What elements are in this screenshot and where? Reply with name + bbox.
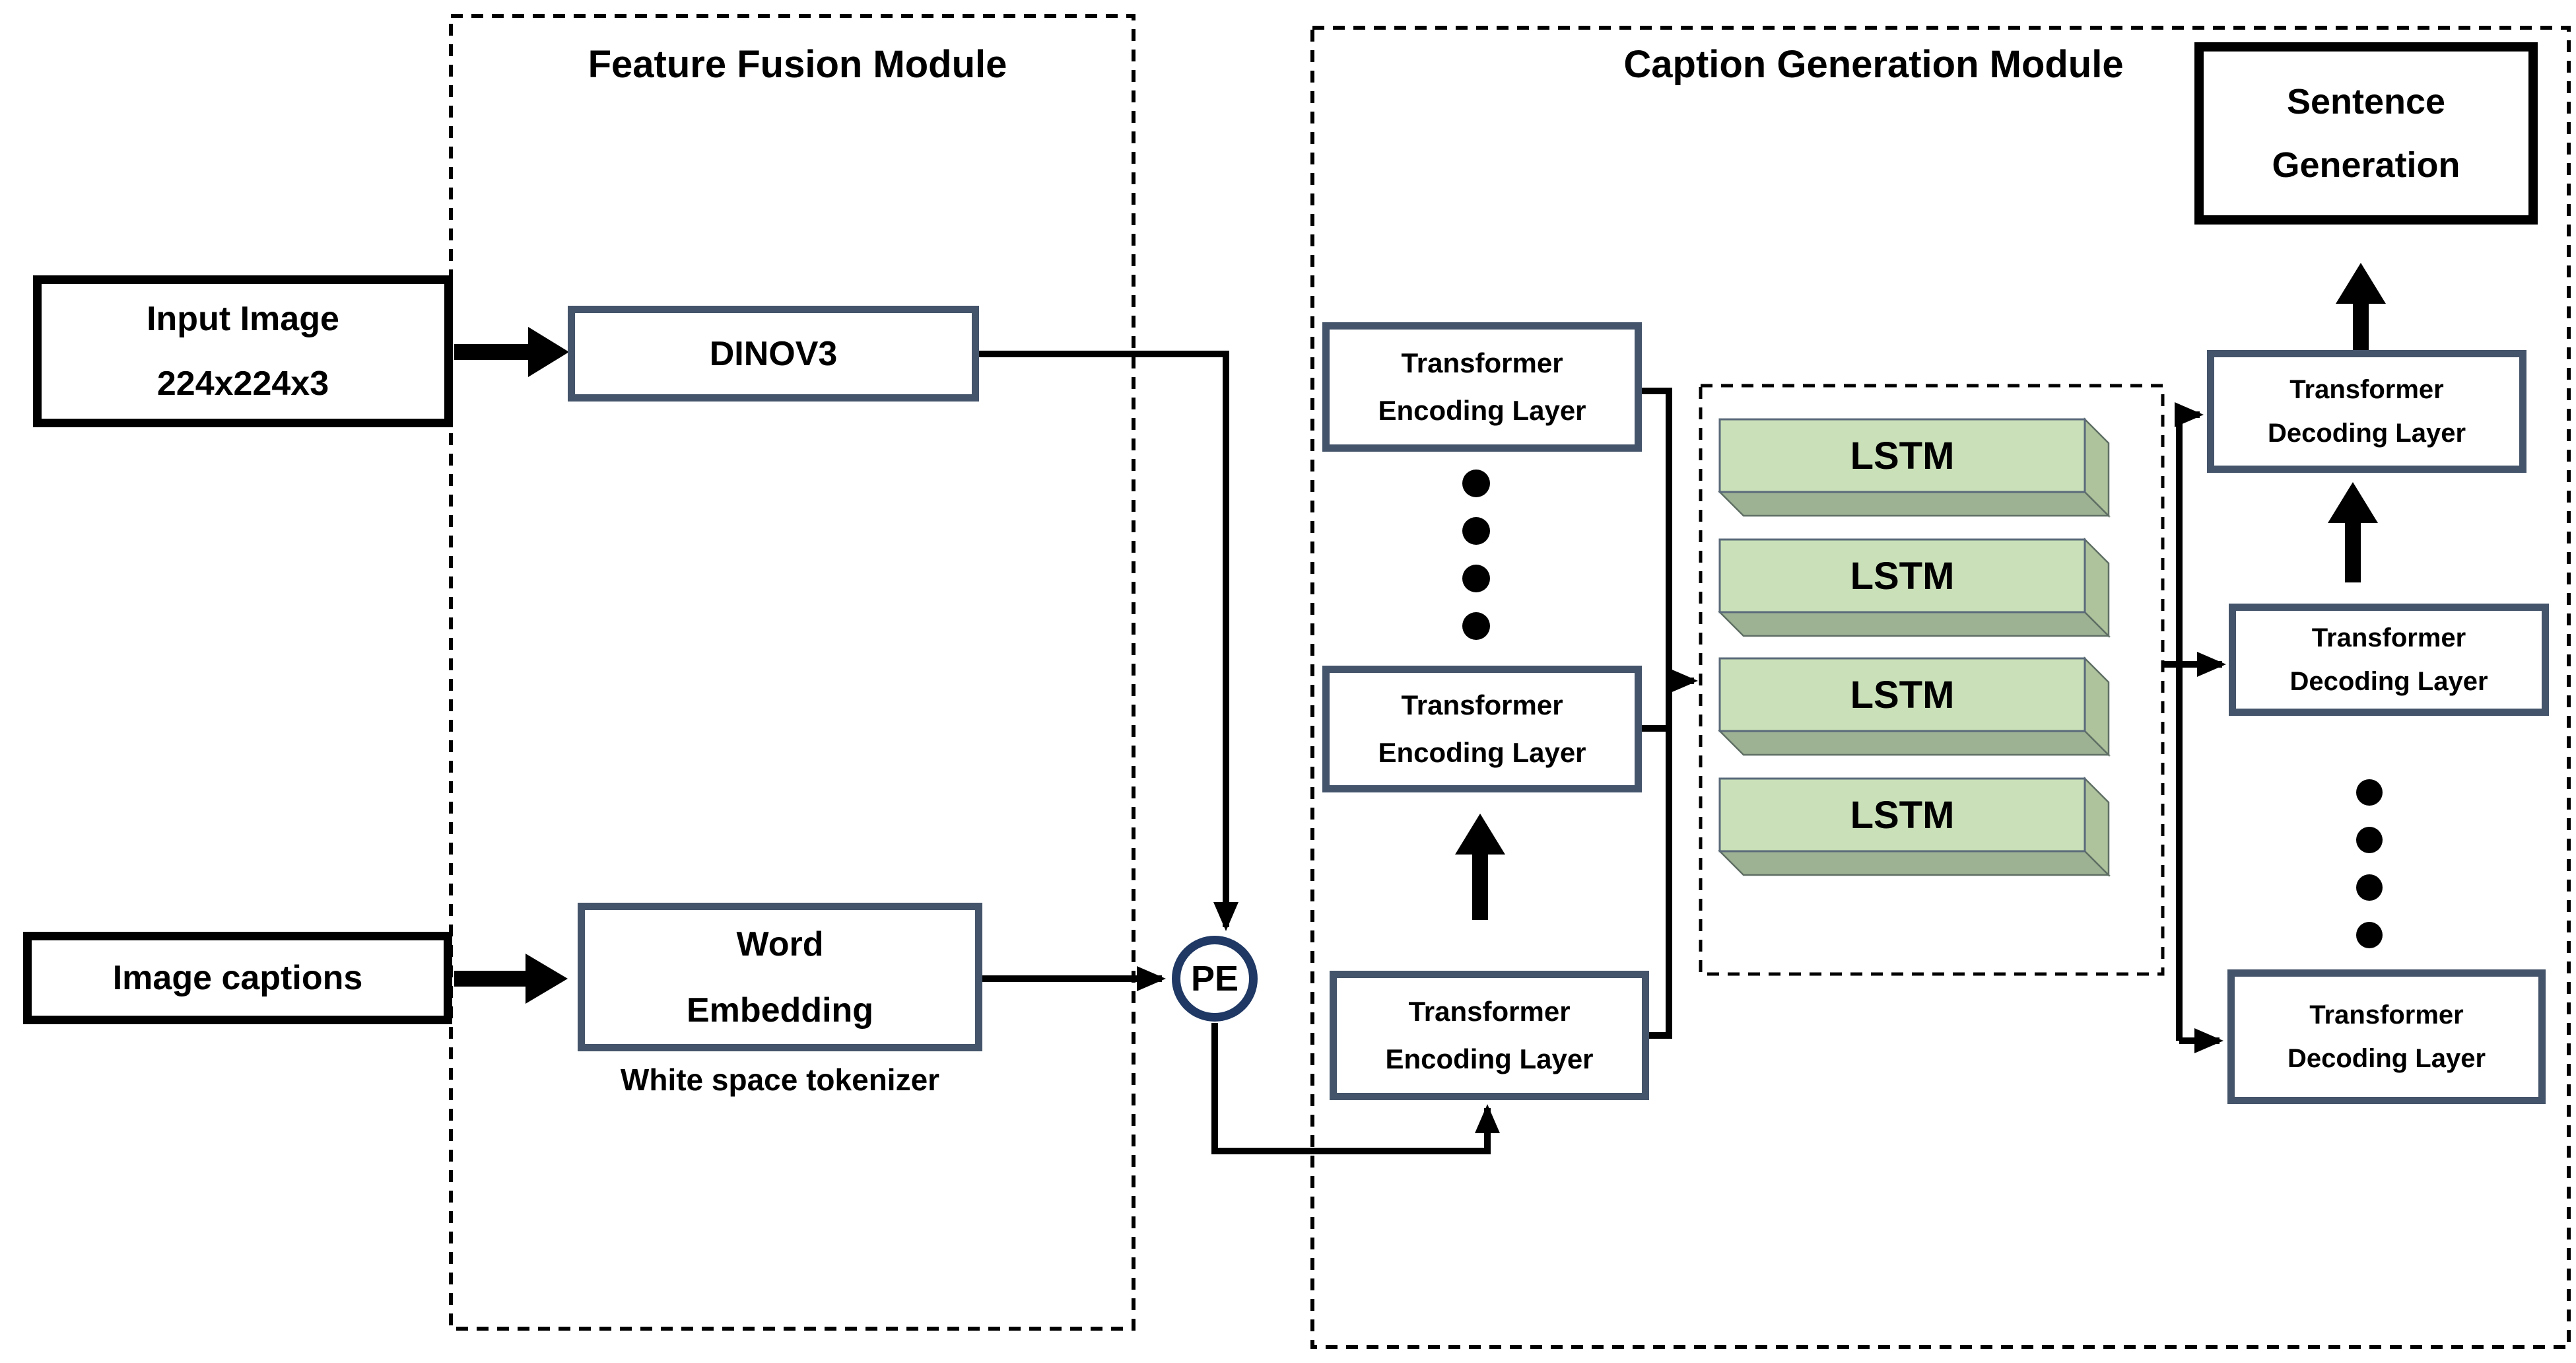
input-image-box: Input Image 224x224x3 (33, 275, 453, 427)
lstm-3d-shapes (1717, 417, 2111, 878)
caption-generation-module-title: Caption Generation Module (1623, 43, 2124, 86)
arrow-decoder-to-sentence (2336, 263, 2386, 350)
image-captions-box: Image captions (23, 932, 452, 1024)
lstm-2-label: LSTM (1850, 554, 1955, 598)
encoder-layer-box-1: Transformer Encoding Layer (1322, 322, 1642, 452)
feature-fusion-module-border (449, 14, 1135, 1331)
decoder-ellipsis-dots (2356, 779, 2383, 948)
connector-pe-to-encoder (1211, 1023, 1500, 1154)
lstm-box-1: LSTM (1720, 419, 2085, 492)
encoder-layer-box-3: Transformer Encoding Layer (1330, 971, 1649, 1100)
lstm-stack-border (1699, 384, 2165, 976)
word-embedding-label-line2: Embedding (686, 991, 874, 1030)
decoder-layer-2-line1: Transformer (2311, 623, 2466, 652)
lstm-box-4: LSTM (1720, 779, 2085, 851)
sentence-generation-line1: Sentence (2286, 82, 2446, 122)
encoder-ellipsis-dots (1462, 470, 1490, 640)
decoder-layer-box-1: Transformer Decoding Layer (2207, 350, 2526, 473)
input-image-label-line1: Input Image (147, 300, 339, 338)
decoder-layer-box-3: Transformer Decoding Layer (2227, 969, 2546, 1104)
encoder-layer-2-line1: Transformer (1401, 689, 1563, 720)
encoder-layer-box-2: Transformer Encoding Layer (1322, 666, 1642, 792)
lstm-2-front-face (1718, 538, 2086, 613)
sentence-generation-line2: Generation (2272, 145, 2460, 185)
lstm-4-front-face (1718, 777, 2086, 853)
image-captions-label: Image captions (112, 959, 363, 997)
connector-lines (979, 351, 2226, 1154)
encoder-layer-3-line2: Encoding Layer (1385, 1043, 1594, 1074)
connector-dinov3-to-pe (979, 351, 1238, 931)
decoder-layer-3-line2: Decoding Layer (2287, 1044, 2486, 1073)
encoder-layer-3-line1: Transformer (1408, 996, 1571, 1027)
arrow-decoder-mid-to-top (2328, 482, 2378, 582)
decoder-layer-1-line2: Decoding Layer (2267, 419, 2466, 448)
lstm-4-bottom-face (1717, 850, 2111, 876)
lstm-3-front-face (1718, 657, 2086, 732)
lstm-box-2: LSTM (1720, 540, 2085, 612)
decoder-layer-1-line1: Transformer (2289, 375, 2444, 404)
positional-encoding-label: PE (1190, 959, 1239, 998)
encoder-layer-2-line2: Encoding Layer (1378, 737, 1586, 768)
thick-arrows (454, 263, 2386, 1004)
lstm-1-front-face (1718, 418, 2086, 493)
decoder-layer-box-2: Transformer Decoding Layer (2229, 604, 2549, 716)
lstm-3-bottom-face (1717, 730, 2111, 756)
sentence-generation-box: Sentence Generation (2194, 42, 2538, 225)
word-embedding-box: Word Embedding (578, 903, 982, 1051)
decoder-layer-3-line1: Transformer (2309, 1000, 2464, 1030)
caption-generation-module-border (1310, 26, 2571, 1349)
dinov3-label: DINOV3 (709, 334, 838, 373)
encoder-layer-1-line1: Transformer (1401, 347, 1563, 378)
decoder-layer-2-line2: Decoding Layer (2289, 667, 2488, 696)
word-embedding-label-line1: Word (736, 925, 824, 963)
lstm-2-bottom-face (1717, 611, 2111, 637)
tokenizer-note: White space tokenizer (620, 1063, 940, 1097)
feature-fusion-module-title: Feature Fusion Module (588, 43, 1007, 86)
connector-decoder-top-branch (2175, 402, 2204, 1041)
lstm-1-bottom-face (1717, 491, 2111, 517)
dinov3-box: DINOV3 (568, 306, 979, 402)
arrow-encoder-bottom-to-mid (1455, 814, 1505, 920)
arrow-inputimage-to-dinov3 (454, 327, 569, 377)
lstm-4-label: LSTM (1850, 793, 1955, 837)
encoder-layer-1-line2: Encoding Layer (1378, 395, 1586, 426)
input-image-label-line2: 224x224x3 (156, 365, 329, 403)
arrow-captions-to-wordembedding (454, 954, 568, 1004)
lstm-3-label: LSTM (1850, 673, 1955, 716)
positional-encoding-node: PE (1172, 936, 1258, 1022)
lstm-box-3: LSTM (1720, 658, 2085, 731)
connector-encoder-bracket (1642, 388, 1672, 1039)
lstm-1-label: LSTM (1850, 434, 1955, 477)
